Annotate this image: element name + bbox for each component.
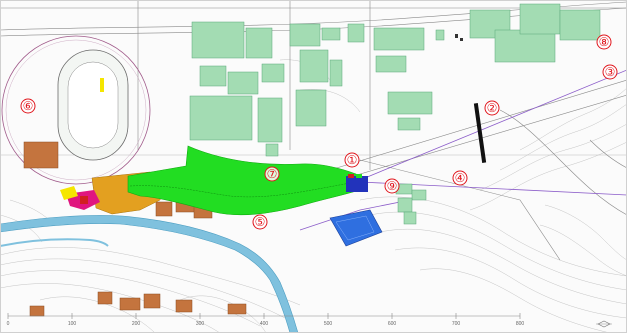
scale-tick-label: 800 [516, 321, 525, 327]
scale-tick-label: 200 [132, 321, 141, 327]
corridor-centerline [129, 181, 357, 198]
zone-marker-3-label: ③ [605, 65, 616, 79]
zone-marker-9[interactable]: ⑨ [384, 178, 400, 194]
station-green [356, 174, 362, 178]
river-tributary [0, 238, 109, 247]
zone-marker-7[interactable]: ⑦ [264, 166, 280, 182]
north-arrow-icon [596, 320, 612, 328]
zone-marker-9-label: ⑨ [387, 179, 398, 193]
scale-tick-label: 700 [452, 321, 461, 327]
existing-buildings[interactable] [189, 3, 601, 225]
east-station[interactable] [346, 174, 368, 192]
zone-marker-2[interactable]: ② [484, 100, 500, 116]
zone-marker-1-label: ① [347, 153, 358, 167]
station-blue [346, 176, 368, 192]
utility-marks [455, 34, 463, 41]
scale-bar-ticks [7, 313, 521, 319]
zone-marker-8[interactable]: ⑧ [596, 34, 612, 50]
zone-marker-6-label: ⑥ [23, 99, 34, 113]
zone-marker-8-label: ⑧ [599, 35, 610, 49]
stand-yellow [100, 78, 104, 92]
station-red [348, 174, 354, 178]
zone-marker-5[interactable]: ⑤ [252, 214, 268, 230]
scale-tick-label: 400 [260, 321, 269, 327]
zone-marker-2-label: ② [487, 101, 498, 115]
zone-6-boundary[interactable] [1, 35, 151, 185]
scale-tick-label: 500 [324, 321, 333, 327]
zone-marker-1[interactable]: ① [344, 152, 360, 168]
barrier-line[interactable] [473, 103, 487, 163]
scale-tick-label: 100 [68, 321, 77, 327]
west-terminal-zone[interactable] [60, 186, 100, 210]
zone-marker-6[interactable]: ⑥ [20, 98, 36, 114]
scale-tick-label: 600 [388, 321, 397, 327]
yellow-zone [60, 186, 78, 200]
zone-6-inner-ring [5, 39, 147, 181]
sports-field[interactable] [57, 49, 129, 161]
scale-tick-label: 0 [7, 321, 10, 327]
zone-marker-3[interactable]: ③ [602, 64, 618, 80]
proposed-corridor[interactable] [127, 145, 361, 216]
zone-marker-5-label: ⑤ [255, 215, 266, 229]
scale-bar: 0 100 200 300 400 500 600 700 800 [7, 313, 525, 327]
zone-marker-7-label: ⑦ [267, 167, 278, 181]
zone-marker-4-label: ④ [455, 171, 466, 185]
zone-marker-4[interactable]: ④ [452, 170, 468, 186]
track-inner [67, 61, 119, 149]
scale-tick-label: 300 [196, 321, 205, 327]
red-zone [80, 196, 88, 204]
blue-facility[interactable] [329, 209, 383, 247]
